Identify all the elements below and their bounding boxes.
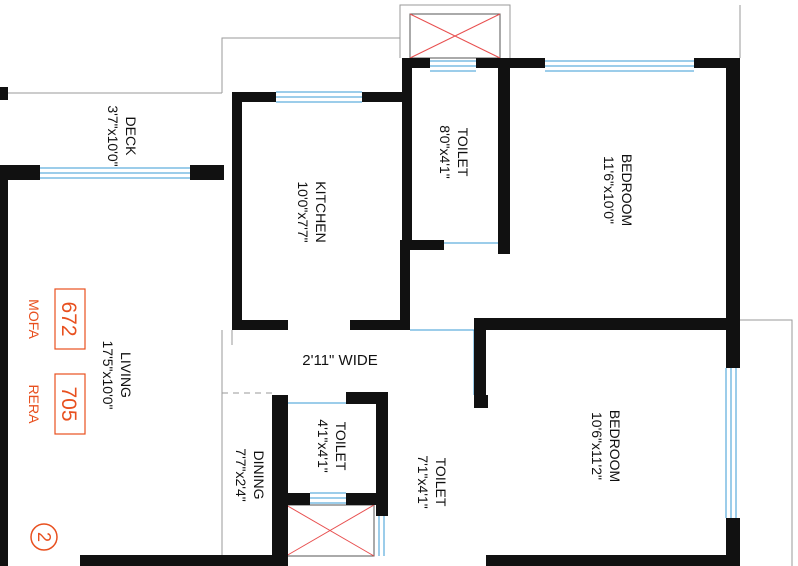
windows (40, 60, 737, 556)
room-toilet-mid-dims: 7'1"x4'1" (415, 455, 431, 508)
room-dining-name: DINING (251, 451, 267, 500)
room-living: LIVING 17'5"x10'0" (100, 340, 134, 409)
unit-number: 2 (34, 532, 54, 542)
unit-number-badge: 2 (30, 523, 58, 551)
walls (0, 58, 740, 566)
room-deck: DECK 3'7"x10'0" (105, 105, 139, 166)
room-toilet-top-dims: 8'0"x4'1" (437, 125, 453, 178)
window-toilet-small (310, 492, 346, 504)
window-kitchen (276, 91, 362, 103)
area-mofa-value: 672 (57, 301, 80, 336)
duct-top (409, 13, 501, 59)
room-dining: DINING 7'7"x2'4" (233, 448, 267, 501)
area-mofa: 672 MOFA (26, 288, 86, 350)
room-bedroom-1-name: BEDROOM (619, 154, 635, 226)
room-bedroom-2-dims: 10'6"x11'2" (589, 412, 605, 480)
room-toilet-small-name: TOILET (333, 422, 349, 471)
room-toilet-small-dims: 4'1"x4'1" (315, 419, 331, 472)
area-rera-value: 705 (57, 386, 80, 421)
room-toilet-mid: TOILET 7'1"x4'1" (415, 455, 449, 508)
window-toilet-mid (373, 516, 385, 556)
room-deck-dims: 3'7"x10'0" (105, 105, 121, 166)
area-rera: 705 RERA (26, 373, 86, 435)
room-bedroom-1: BEDROOM 11'6"x10'0" (601, 154, 635, 226)
room-toilet-small: TOILET 4'1"x4'1" (315, 419, 349, 472)
window-bedroom-1 (545, 60, 694, 72)
room-bedroom-2-name: BEDROOM (607, 410, 623, 482)
room-deck-name: DECK (123, 117, 139, 157)
window-toilet-top (430, 60, 476, 72)
outline-lines (8, 4, 793, 566)
room-toilet-top: TOILET 8'0"x4'1" (437, 125, 471, 178)
room-kitchen: KITCHEN 10'0"x7'7" (295, 181, 329, 242)
room-living-dims: 17'5"x10'0" (100, 340, 116, 409)
window-bedroom-2 (725, 368, 737, 518)
passage-width-label: 2'11" WIDE (302, 352, 377, 369)
area-mofa-label: MOFA (26, 299, 42, 339)
room-dining-dims: 7'7"x2'4" (233, 448, 249, 501)
room-kitchen-name: KITCHEN (313, 181, 329, 242)
room-kitchen-dims: 10'0"x7'7" (295, 181, 311, 242)
window-deck (40, 167, 192, 179)
room-toilet-top-name: TOILET (455, 128, 471, 177)
room-bedroom-2: BEDROOM 10'6"x11'2" (589, 410, 623, 482)
room-bedroom-1-dims: 11'6"x10'0" (601, 156, 617, 224)
room-toilet-mid-name: TOILET (433, 458, 449, 507)
duct-bottom (285, 504, 375, 557)
room-living-name: LIVING (118, 352, 134, 398)
area-rera-label: RERA (26, 385, 42, 425)
